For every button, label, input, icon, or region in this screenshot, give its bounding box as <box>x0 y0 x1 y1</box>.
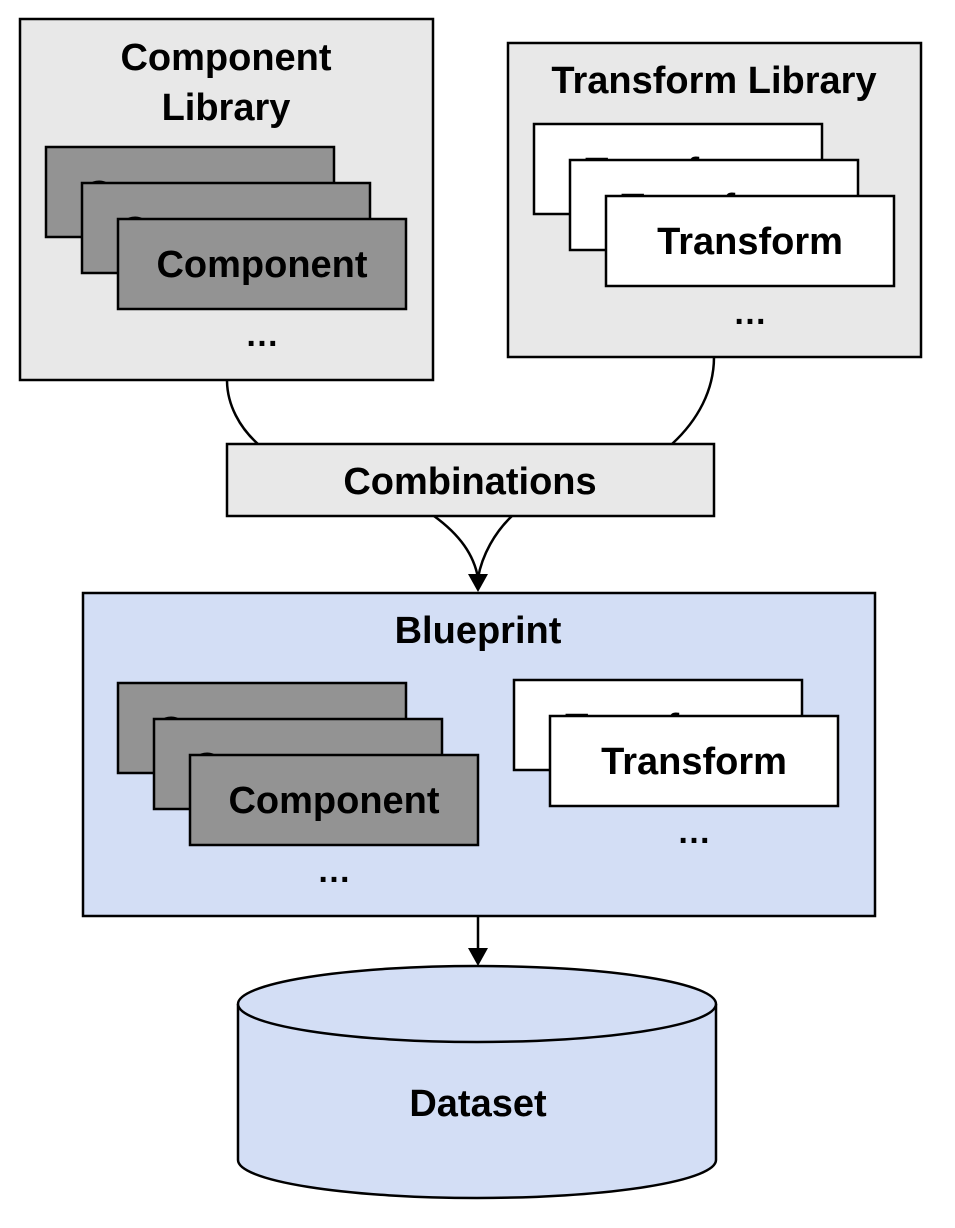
blueprint-component-ellipsis: … <box>317 852 351 890</box>
transform-library-ellipsis: … <box>733 294 767 332</box>
blueprint-component-card-back-label: Component <box>156 710 367 752</box>
arrowhead-dataset <box>468 948 488 966</box>
combinations-label: Combinations <box>343 461 596 503</box>
blueprint-transform-card-back-label: Transform <box>565 707 751 749</box>
component-library-title-line2: Library <box>162 87 291 129</box>
connector-transform-to-combinations <box>671 356 716 445</box>
blueprint-transform-ellipsis: … <box>677 813 711 851</box>
blueprint-transform-card-front-label: Transform <box>601 741 787 783</box>
blueprint-transform-card-front <box>548 714 840 808</box>
transform-library-title: Transform Library <box>551 60 876 102</box>
combinations-box: Combinations <box>225 442 716 518</box>
component-library: Component Library Component Component Co… <box>18 17 435 382</box>
blueprint-component-card-front-label: Component <box>228 780 439 822</box>
blueprint: Blueprint Component Component Component … <box>81 591 877 918</box>
dataset-cylinder: Dataset <box>236 964 718 1200</box>
component-card-middle-label: Component <box>120 210 331 252</box>
connector-combinations-to-blueprint-right <box>476 515 513 579</box>
component-library-ellipsis: … <box>245 316 279 354</box>
blueprint-title: Blueprint <box>395 610 562 652</box>
component-card-back-label: Component <box>84 174 295 216</box>
blueprint-component-card-middle-label: Component <box>192 746 403 788</box>
component-library-title-line1: Component <box>120 37 331 79</box>
dataset-label: Dataset <box>409 1083 547 1125</box>
connector-component-to-combinations <box>225 379 259 445</box>
connector-combinations-to-blueprint-left <box>433 514 480 579</box>
arrowhead-blueprint <box>468 574 488 592</box>
blueprint-component-card-front <box>188 753 480 847</box>
component-card-front-label: Component <box>156 244 367 286</box>
transform-library: Transform Library Transform Transform Tr… <box>506 41 923 359</box>
transform-card-middle-label: Transform <box>621 187 807 229</box>
component-card-front <box>116 217 408 311</box>
transform-card-front-label: Transform <box>657 221 843 263</box>
transform-card-front <box>604 194 896 288</box>
transform-card-back-label: Transform <box>585 151 771 193</box>
